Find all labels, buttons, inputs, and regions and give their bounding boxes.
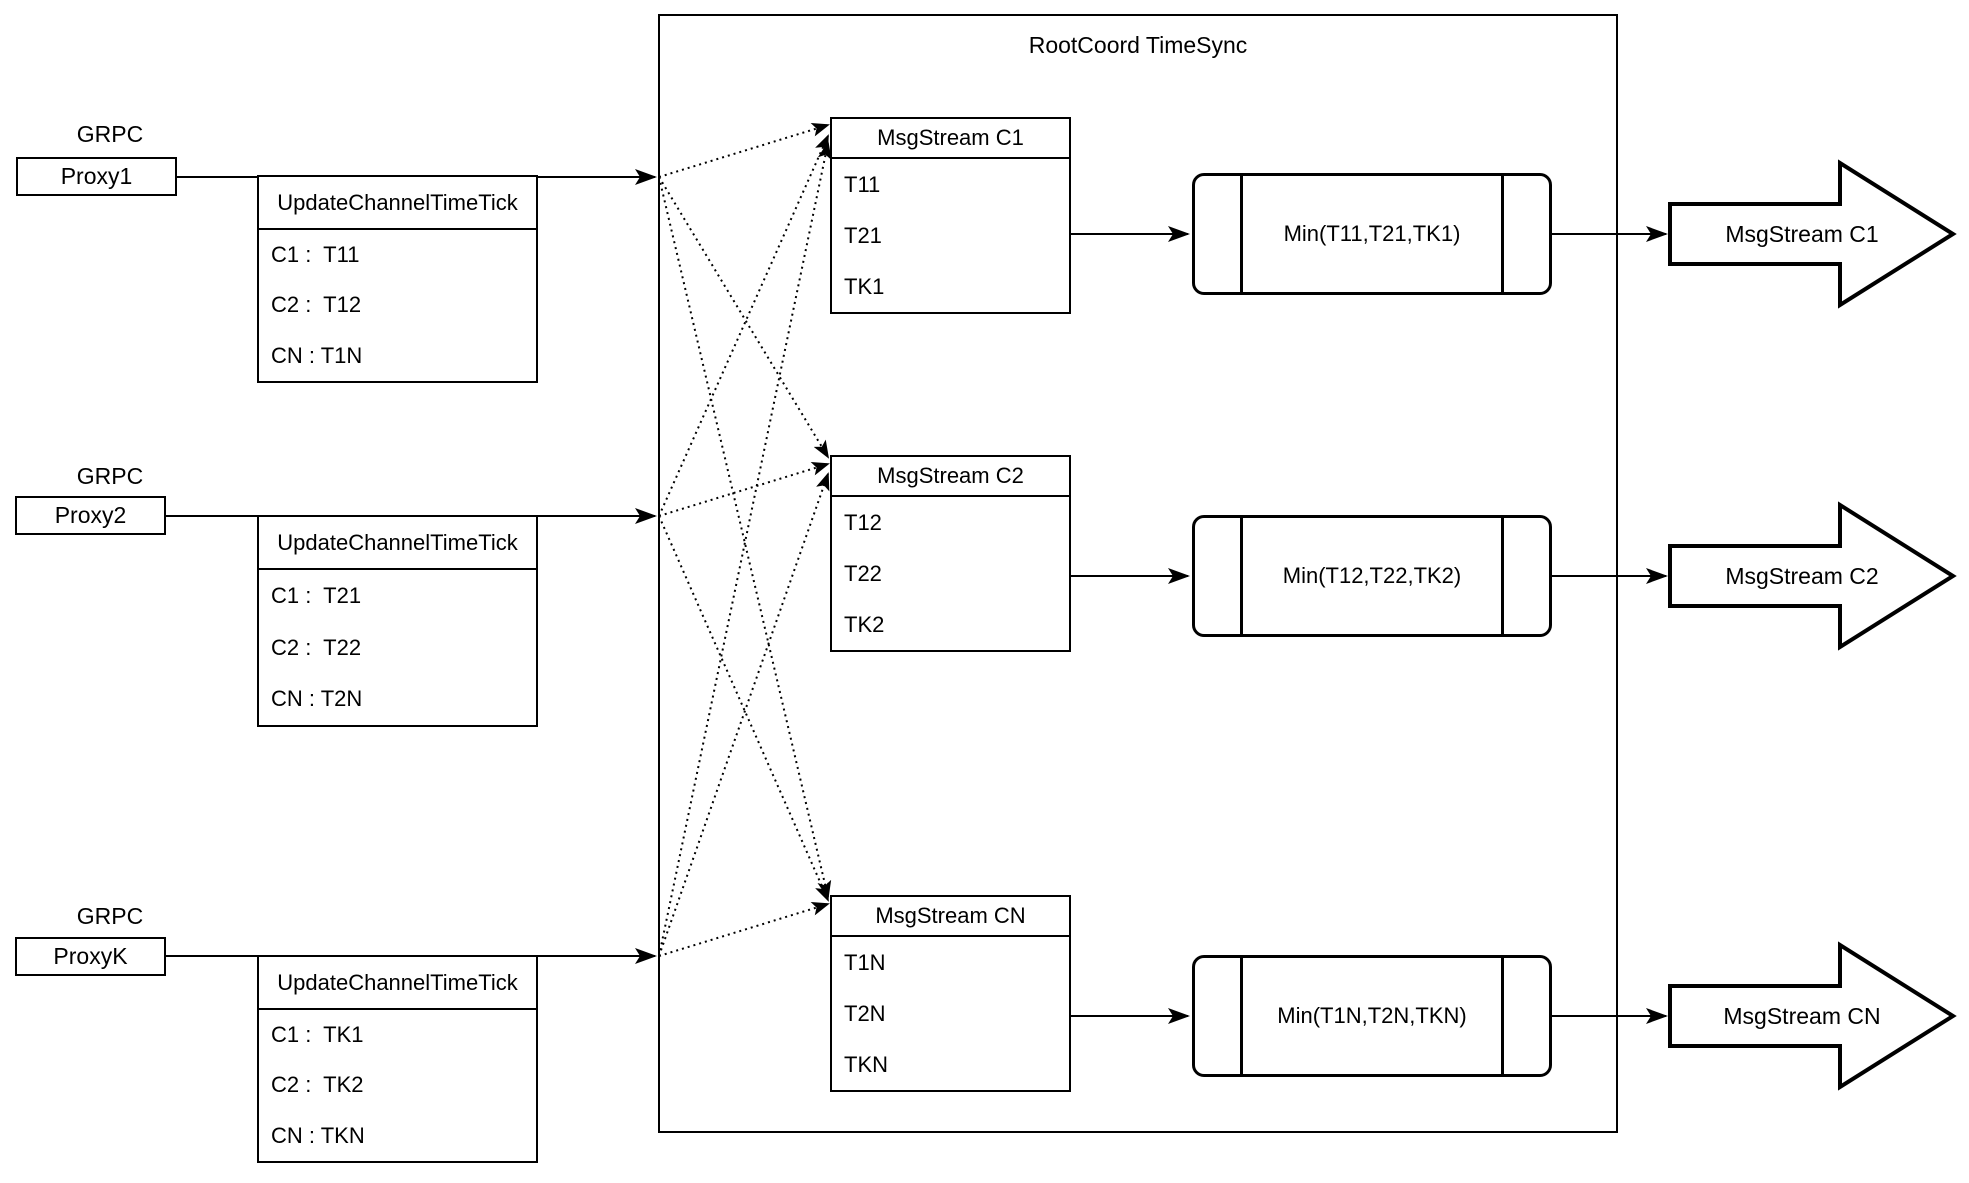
min-node-c1: Min(T11,T21,TK1) (1192, 173, 1552, 295)
min-label: Min(T11,T21,TK1) (1283, 221, 1461, 246)
tick-table-proxy1: UpdateChannelTimeTick C1 : T11 C2 : T12 … (257, 175, 538, 383)
tick-table-proxy2: UpdateChannelTimeTick C1 : T21 C2 : T22 … (257, 515, 538, 727)
msgstream-c2-table: MsgStream C2 T12 T22 TK2 (830, 455, 1071, 652)
grpc-label-row1: GRPC (76, 121, 144, 147)
timestamp-row: T11 (844, 171, 881, 197)
timestamp-row: T2N (844, 1000, 886, 1026)
proxy1-node: Proxy1 (16, 157, 177, 196)
tick-row: CN : TKN (271, 1122, 365, 1148)
msgstream-table-header: MsgStream CN (832, 897, 1069, 937)
tick-row: C2 : TK2 (271, 1072, 364, 1098)
msgstream-table-header: MsgStream C2 (832, 457, 1069, 497)
block-arrow-cn (1668, 941, 1957, 1091)
timestamp-row: T1N (844, 949, 886, 975)
min-box-divider (1501, 958, 1504, 1074)
tick-table-header: UpdateChannelTimeTick (259, 517, 536, 570)
rootcoord-container (658, 14, 1618, 1133)
timestamp-row: TKN (844, 1051, 888, 1077)
block-arrow-c2 (1668, 501, 1957, 651)
timestamp-row: TK2 (844, 611, 885, 637)
min-to-output-arrows (1552, 226, 1668, 1024)
timetick-dotted-arrows (658, 123, 832, 957)
tick-table-proxyk: UpdateChannelTimeTick C1 : TK1 C2 : TK2 … (257, 955, 538, 1163)
proxyk-node: ProxyK (15, 937, 166, 976)
tick-row: CN : T2N (271, 686, 363, 712)
grpc-label-row2: GRPC (76, 463, 144, 489)
tick-row: C1 : T21 (271, 582, 362, 608)
block-arrow-c1 (1668, 159, 1957, 309)
min-label: Min(T12,T22,TK2) (1282, 563, 1462, 588)
tick-row: C2 : T22 (271, 634, 362, 660)
output-stream-c2-label: MsgStream C2 (1725, 562, 1879, 589)
timestamp-row: T12 (844, 509, 882, 535)
min-box-divider (1501, 518, 1504, 634)
tick-row: C1 : T11 (271, 242, 360, 268)
tick-table-header: UpdateChannelTimeTick (259, 957, 536, 1010)
proxy2-label: Proxy2 (54, 502, 127, 528)
min-label: Min(T1N,T2N,TKN) (1277, 1003, 1467, 1028)
stream-to-min-arrows (1071, 226, 1190, 1024)
output-stream-cn-label: MsgStream CN (1723, 1002, 1881, 1029)
tick-table-header: UpdateChannelTimeTick (259, 177, 536, 230)
min-node-cn: Min(T1N,T2N,TKN) (1192, 955, 1552, 1077)
msgstream-c1-table: MsgStream C1 T11 T21 TK1 (830, 117, 1071, 314)
min-box-divider (1240, 176, 1243, 292)
min-box-divider (1240, 518, 1243, 634)
output-stream-c1-label: MsgStream C1 (1725, 220, 1879, 247)
tick-row: C2 : T12 (271, 292, 362, 318)
msgstream-table-header: MsgStream C1 (832, 119, 1069, 159)
proxy1-label: Proxy1 (60, 163, 133, 189)
msgstream-cn-table: MsgStream CN T1N T2N TKN (830, 895, 1071, 1092)
timestamp-row: TK1 (844, 273, 885, 299)
min-box-divider (1240, 958, 1243, 1074)
output-block-arrows (1668, 159, 1957, 1091)
proxyk-label: ProxyK (53, 943, 128, 969)
grpc-label-row3: GRPC (76, 903, 144, 929)
min-node-c2: Min(T12,T22,TK2) (1192, 515, 1552, 637)
tick-row: CN : T1N (271, 342, 363, 368)
timestamp-row: T22 (844, 560, 882, 586)
rootcoord-title: RootCoord TimeSync (1028, 32, 1248, 58)
proxy2-node: Proxy2 (15, 496, 166, 535)
min-box-divider (1501, 176, 1504, 292)
timestamp-row: T21 (844, 222, 882, 248)
tick-row: C1 : TK1 (271, 1022, 364, 1048)
